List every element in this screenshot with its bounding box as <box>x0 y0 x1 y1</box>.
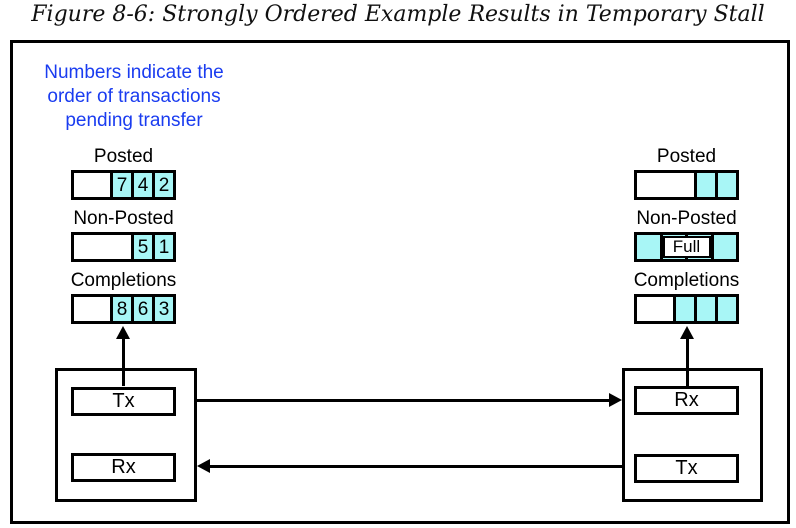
queue-empty-space <box>637 297 673 321</box>
left-completions-label: Completions <box>70 270 177 291</box>
right-posted-queue <box>634 170 739 200</box>
queue-empty-space <box>74 173 110 197</box>
left-nonposted-label: Non-Posted <box>73 208 174 229</box>
queue-cell: 2 <box>152 173 173 197</box>
queue-cell: 8 <box>110 297 131 321</box>
rx-from-tx-arrow-line <box>209 465 622 468</box>
queue-cell <box>694 173 715 197</box>
right-up-arrow-head <box>680 326 694 339</box>
right-up-arrow-line <box>686 336 689 386</box>
queue-empty-space <box>74 297 110 321</box>
left-tx-port: Tx <box>71 387 176 416</box>
queue-cell <box>715 173 736 197</box>
figure-caption: Figure 8-6: Strongly Ordered Example Res… <box>31 2 765 27</box>
note-line-2: order of transactions <box>47 86 221 107</box>
queue-cell: 7 <box>110 173 131 197</box>
right-tx-port: Tx <box>634 454 739 483</box>
queue-cell: 5 <box>131 235 152 259</box>
queue-cell: 3 <box>152 297 173 321</box>
queue-cell <box>710 235 736 259</box>
left-completions-queue: 8 6 3 <box>71 294 176 324</box>
left-rx-port: Rx <box>71 453 176 482</box>
right-posted-label: Posted <box>656 146 717 167</box>
queue-cell <box>637 235 660 259</box>
left-posted-queue: 7 4 2 <box>71 170 176 200</box>
queue-cell <box>694 297 715 321</box>
queue-cell: 6 <box>131 297 152 321</box>
queue-empty-space <box>74 235 131 259</box>
note-line-1: Numbers indicate the <box>44 62 224 83</box>
right-rx-port: Rx <box>634 386 739 415</box>
right-completions-label: Completions <box>633 270 740 291</box>
left-device-box: Tx Rx <box>55 368 197 502</box>
left-posted-label: Posted <box>93 146 154 167</box>
left-nonposted-queue: 5 1 <box>71 232 176 262</box>
right-device-box: Rx Tx <box>622 368 763 502</box>
right-completions-queue <box>634 294 739 324</box>
queue-cell <box>673 297 694 321</box>
queue-cell <box>715 297 736 321</box>
tx-to-rx-arrow-line <box>197 399 611 402</box>
tx-to-rx-arrow-head <box>609 393 622 407</box>
left-up-arrow-line <box>122 336 125 386</box>
queue-cell: 1 <box>152 235 173 259</box>
note-line-3: pending transfer <box>65 110 203 131</box>
right-nonposted-queue: Full <box>634 232 739 262</box>
rx-from-tx-arrow-head <box>197 459 210 473</box>
queue-cell: 4 <box>131 173 152 197</box>
full-badge: Full <box>662 236 711 258</box>
note-text: Numbers indicate the order of transactio… <box>29 61 239 133</box>
queue-empty-space <box>637 173 694 197</box>
left-up-arrow-head <box>116 326 130 339</box>
right-nonposted-label: Non-Posted <box>636 208 737 229</box>
